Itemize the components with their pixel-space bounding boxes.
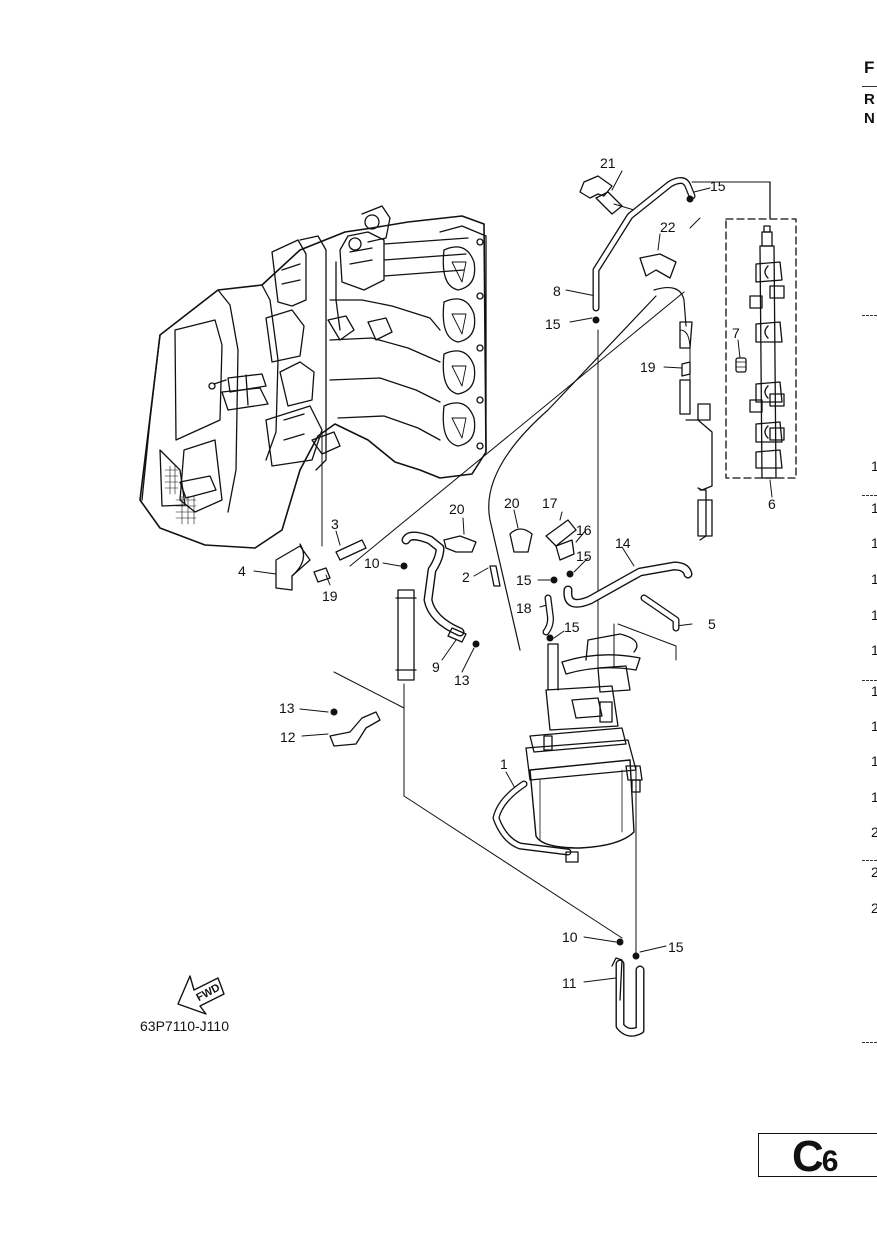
edge-number: 2 — [871, 900, 877, 916]
edge-divider — [862, 495, 877, 496]
edge-number: 1 — [871, 571, 877, 587]
callout-labels: 1 2 3 4 5 6 7 8 9 10 10 11 12 13 13 14 1… — [238, 155, 776, 991]
callout-number: 15 — [545, 316, 561, 332]
callout-number: 15 — [668, 939, 684, 955]
callout-number: 20 — [449, 501, 465, 517]
page-code-number: 6 — [821, 1145, 839, 1178]
diagram-part-code: 63P7110-J110 — [140, 1018, 229, 1034]
edge-number: 1 — [871, 607, 877, 623]
callout-number: 19 — [322, 588, 338, 604]
callout-number: 15 — [564, 619, 580, 635]
edge-number: 1 — [871, 458, 877, 474]
edge-number: 1 — [871, 789, 877, 805]
callout-number: 8 — [553, 283, 561, 299]
callout-number: 4 — [238, 563, 246, 579]
callout-number: 1 — [500, 756, 508, 772]
callout-number: 5 — [708, 616, 716, 632]
edge-number: 2 — [871, 864, 877, 880]
callout-number: 12 — [280, 729, 296, 745]
edge-number: 1 — [871, 683, 877, 699]
callout-number: 3 — [331, 516, 339, 532]
callout-number: 16 — [576, 522, 592, 538]
fwd-arrow-icon: FWD — [177, 975, 225, 1015]
edge-divider — [862, 315, 877, 316]
edge-letter: F — [864, 58, 875, 77]
small-parts — [313, 175, 694, 960]
callout-number: 10 — [364, 555, 380, 571]
callout-number: 7 — [732, 325, 740, 341]
callout-number: 6 — [768, 496, 776, 512]
callout-number: 17 — [542, 495, 558, 511]
callout-number: 2 — [462, 569, 470, 585]
callout-number: 10 — [562, 929, 578, 945]
callout-number: 15 — [710, 178, 726, 194]
callout-number: 11 — [562, 975, 577, 991]
edge-number: 1 — [871, 753, 877, 769]
callout-number: 22 — [660, 219, 676, 235]
edge-number: 1 — [871, 718, 877, 734]
callout-number: 9 — [432, 659, 440, 675]
leader-lines — [253, 170, 773, 983]
fuel-rail-assembly — [725, 181, 797, 479]
edge-letter: R — [864, 91, 875, 108]
callout-number: 18 — [516, 600, 532, 616]
edge-divider — [862, 1042, 877, 1043]
fwd-label: FWD — [194, 982, 222, 1004]
intake-manifold-assembly — [139, 205, 487, 549]
edge-divider — [862, 860, 877, 861]
edge-divider — [862, 86, 877, 87]
callout-number: 13 — [279, 700, 295, 716]
edge-divider — [862, 680, 877, 681]
callout-number: 13 — [454, 672, 470, 688]
page-code: C6 — [792, 1132, 839, 1182]
edge-number: 1 — [871, 642, 877, 658]
edge-letter: N — [864, 110, 875, 127]
routing-lines — [321, 181, 771, 957]
hoses — [275, 177, 713, 1037]
callout-number: 20 — [504, 495, 520, 511]
callout-number: 19 — [640, 359, 656, 375]
page-code-box: C6 — [758, 1132, 877, 1181]
callout-number: 15 — [516, 572, 532, 588]
edge-number: 1 — [871, 535, 877, 551]
edge-number: 1 — [871, 500, 877, 516]
edge-number: 2 — [871, 824, 877, 840]
callout-number: 14 — [615, 535, 631, 551]
vapor-separator-assembly — [525, 633, 643, 863]
callout-number: 21 — [600, 155, 616, 171]
callout-number: 15 — [576, 548, 592, 564]
page-code-letter: C — [792, 1132, 824, 1181]
